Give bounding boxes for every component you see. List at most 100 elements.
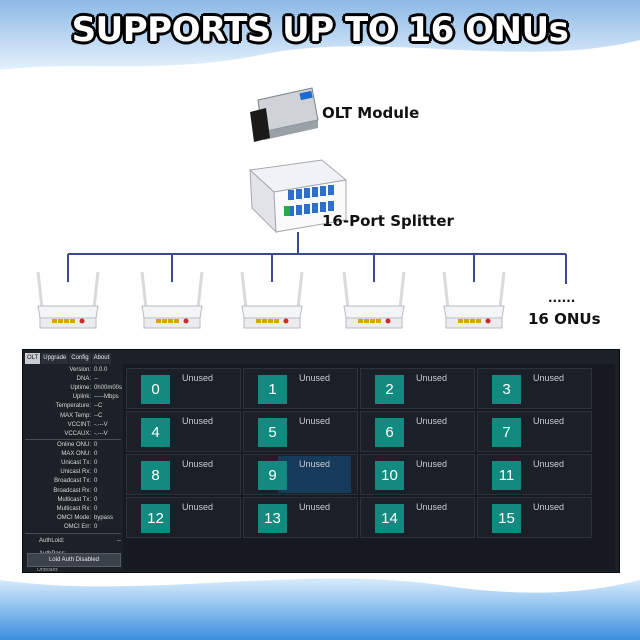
onu-cell[interactable]: Unused 2 bbox=[360, 368, 475, 409]
status-key: VCCAUX: bbox=[64, 430, 91, 437]
status-value: 0 bbox=[94, 505, 98, 512]
onu-status: Unused bbox=[532, 459, 565, 469]
onu-number[interactable]: 3 bbox=[492, 375, 521, 404]
status-row: Online ONU:0 bbox=[25, 441, 121, 450]
tab-about[interactable]: About bbox=[91, 353, 112, 364]
onu-number[interactable]: 1 bbox=[258, 375, 287, 404]
onu-cell[interactable]: Unused 14 bbox=[360, 497, 475, 538]
status-row: Multicast Rx:0 bbox=[25, 505, 121, 514]
status-row: VCCAUX:-.---V bbox=[25, 430, 121, 439]
status-value: 0 bbox=[94, 478, 98, 485]
status-row: Uplink:-----Mbps bbox=[25, 393, 121, 402]
status-key: Uplink: bbox=[72, 394, 91, 401]
loid-auth-button[interactable]: Loid Auth Disabled bbox=[27, 553, 121, 567]
status-key: Multicast Tx: bbox=[57, 496, 91, 503]
auth-row: AuthLoid: -- bbox=[27, 537, 121, 546]
onu-cell[interactable]: Unused 5 bbox=[243, 411, 358, 452]
status-value: -.---V bbox=[94, 430, 108, 437]
onus-count-label: 16 ONUs bbox=[528, 310, 601, 328]
status-row: Temperature:--C bbox=[25, 402, 121, 411]
status-value: --C bbox=[94, 403, 103, 410]
onu-number[interactable]: 6 bbox=[375, 418, 404, 447]
onu-cell[interactable]: Unused 11 bbox=[477, 454, 592, 495]
onu-cell[interactable]: Unused 6 bbox=[360, 411, 475, 452]
onu-cell[interactable]: Unused 7 bbox=[477, 411, 592, 452]
onu-number[interactable]: 14 bbox=[375, 504, 404, 533]
onu-status: Unused bbox=[532, 373, 565, 383]
status-row: MAX Temp:--C bbox=[25, 412, 121, 421]
onu-router-image bbox=[36, 271, 100, 329]
distribution-lines bbox=[67, 232, 567, 284]
status-key: MAX Temp: bbox=[60, 412, 91, 419]
truncated-row: OnBoard: bbox=[37, 568, 59, 571]
onu-number[interactable]: 7 bbox=[492, 418, 521, 447]
onu-status: Unused bbox=[298, 416, 331, 426]
status-key: DNA: bbox=[76, 376, 91, 383]
onu-number[interactable]: 9 bbox=[258, 461, 287, 490]
more-ellipsis: ...... bbox=[548, 291, 576, 305]
status-row: VCCINT:-.---V bbox=[25, 421, 121, 430]
status-key: Uptime: bbox=[70, 385, 91, 392]
onu-status: Unused bbox=[415, 416, 448, 426]
onu-status: Unused bbox=[532, 502, 565, 512]
onu-number[interactable]: 15 bbox=[492, 504, 521, 533]
onu-cell[interactable]: Unused 15 bbox=[477, 497, 592, 538]
tab-config[interactable]: Config bbox=[69, 353, 91, 364]
onu-number[interactable]: 0 bbox=[141, 375, 170, 404]
status-row: OMCI Mode:bypass bbox=[25, 514, 121, 523]
status-value: 0 bbox=[94, 442, 98, 448]
status-value: -- bbox=[94, 376, 98, 383]
onu-number[interactable]: 4 bbox=[141, 418, 170, 447]
status-key: OMCI Mode: bbox=[56, 514, 91, 521]
auth-value: -- bbox=[117, 538, 121, 544]
status-row: MAX ONU:0 bbox=[25, 450, 121, 459]
onu-number[interactable]: 2 bbox=[375, 375, 404, 404]
onu-status: Unused bbox=[415, 373, 448, 383]
status-key: MAX ONU: bbox=[61, 451, 91, 458]
topology-diagram bbox=[36, 87, 567, 329]
onu-status: Unused bbox=[415, 502, 448, 512]
status-row: Uptime:0h00m00s bbox=[25, 384, 123, 393]
status-value: 0.0.0 bbox=[94, 367, 108, 373]
status-row: DNA:-- bbox=[25, 375, 121, 384]
onu-number[interactable]: 5 bbox=[258, 418, 287, 447]
status-value: 0 bbox=[94, 487, 98, 494]
onu-cell[interactable]: Unused 3 bbox=[477, 368, 592, 409]
status-value: 0 bbox=[94, 469, 98, 476]
tab-upgrade[interactable]: Upgrade bbox=[41, 353, 69, 364]
auth-key: AuthLoid: bbox=[39, 538, 65, 544]
status-row: Broadcast Tx:0 bbox=[25, 477, 121, 486]
status-value: bypass bbox=[94, 514, 114, 521]
status-key: Version: bbox=[69, 367, 91, 373]
status-key: Broadcast Rx: bbox=[53, 487, 91, 494]
onu-number[interactable]: 12 bbox=[141, 504, 170, 533]
status-value: 0 bbox=[94, 496, 98, 503]
divider bbox=[25, 439, 121, 440]
status-row: Version:0.0.0 bbox=[25, 366, 121, 375]
status-key: Multicast Rx: bbox=[56, 505, 91, 512]
olt-module-label: OLT Module bbox=[322, 104, 420, 122]
onu-number[interactable]: 8 bbox=[141, 461, 170, 490]
splitter-label: 16-Port Splitter bbox=[322, 212, 454, 230]
status-key: Unicast Tx: bbox=[61, 460, 91, 467]
onu-status: Unused bbox=[532, 416, 565, 426]
status-value: 0h00m00s bbox=[94, 385, 123, 392]
onu-number[interactable]: 10 bbox=[375, 461, 404, 490]
status-key: Unicast Rx: bbox=[60, 469, 91, 476]
olt-module-image bbox=[250, 87, 319, 142]
status-row: Multicast Tx:0 bbox=[25, 496, 121, 505]
onu-number[interactable]: 13 bbox=[258, 504, 287, 533]
tab-olt[interactable]: OLT bbox=[25, 353, 41, 364]
status-row: Broadcast Rx:0 bbox=[25, 487, 121, 496]
onu-number[interactable]: 11 bbox=[492, 461, 521, 490]
